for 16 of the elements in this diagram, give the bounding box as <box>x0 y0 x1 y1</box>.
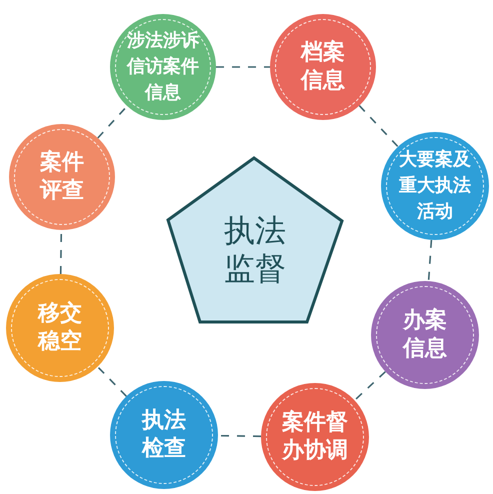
connector-line <box>97 366 127 397</box>
connector-line <box>354 371 386 401</box>
topic-label: 办案信息 <box>402 307 448 363</box>
topic-label: 案件督办协调 <box>281 409 349 465</box>
connector-line <box>358 105 399 148</box>
topic-label: 涉法涉诉信访案件信息 <box>126 29 200 105</box>
connector-line <box>97 105 128 139</box>
connector-line <box>428 240 432 282</box>
center-label: 执法监督 <box>223 212 287 288</box>
center-pentagon <box>165 155 345 325</box>
connector-line <box>216 66 270 68</box>
topic-label: 执法检查 <box>141 407 187 463</box>
topic-label: 档案信息 <box>300 39 346 95</box>
topic-label: 移交稳空 <box>37 300 83 356</box>
topic-label: 案件评查 <box>39 149 85 205</box>
topic-label: 大要案及重大执法活动 <box>398 148 472 224</box>
